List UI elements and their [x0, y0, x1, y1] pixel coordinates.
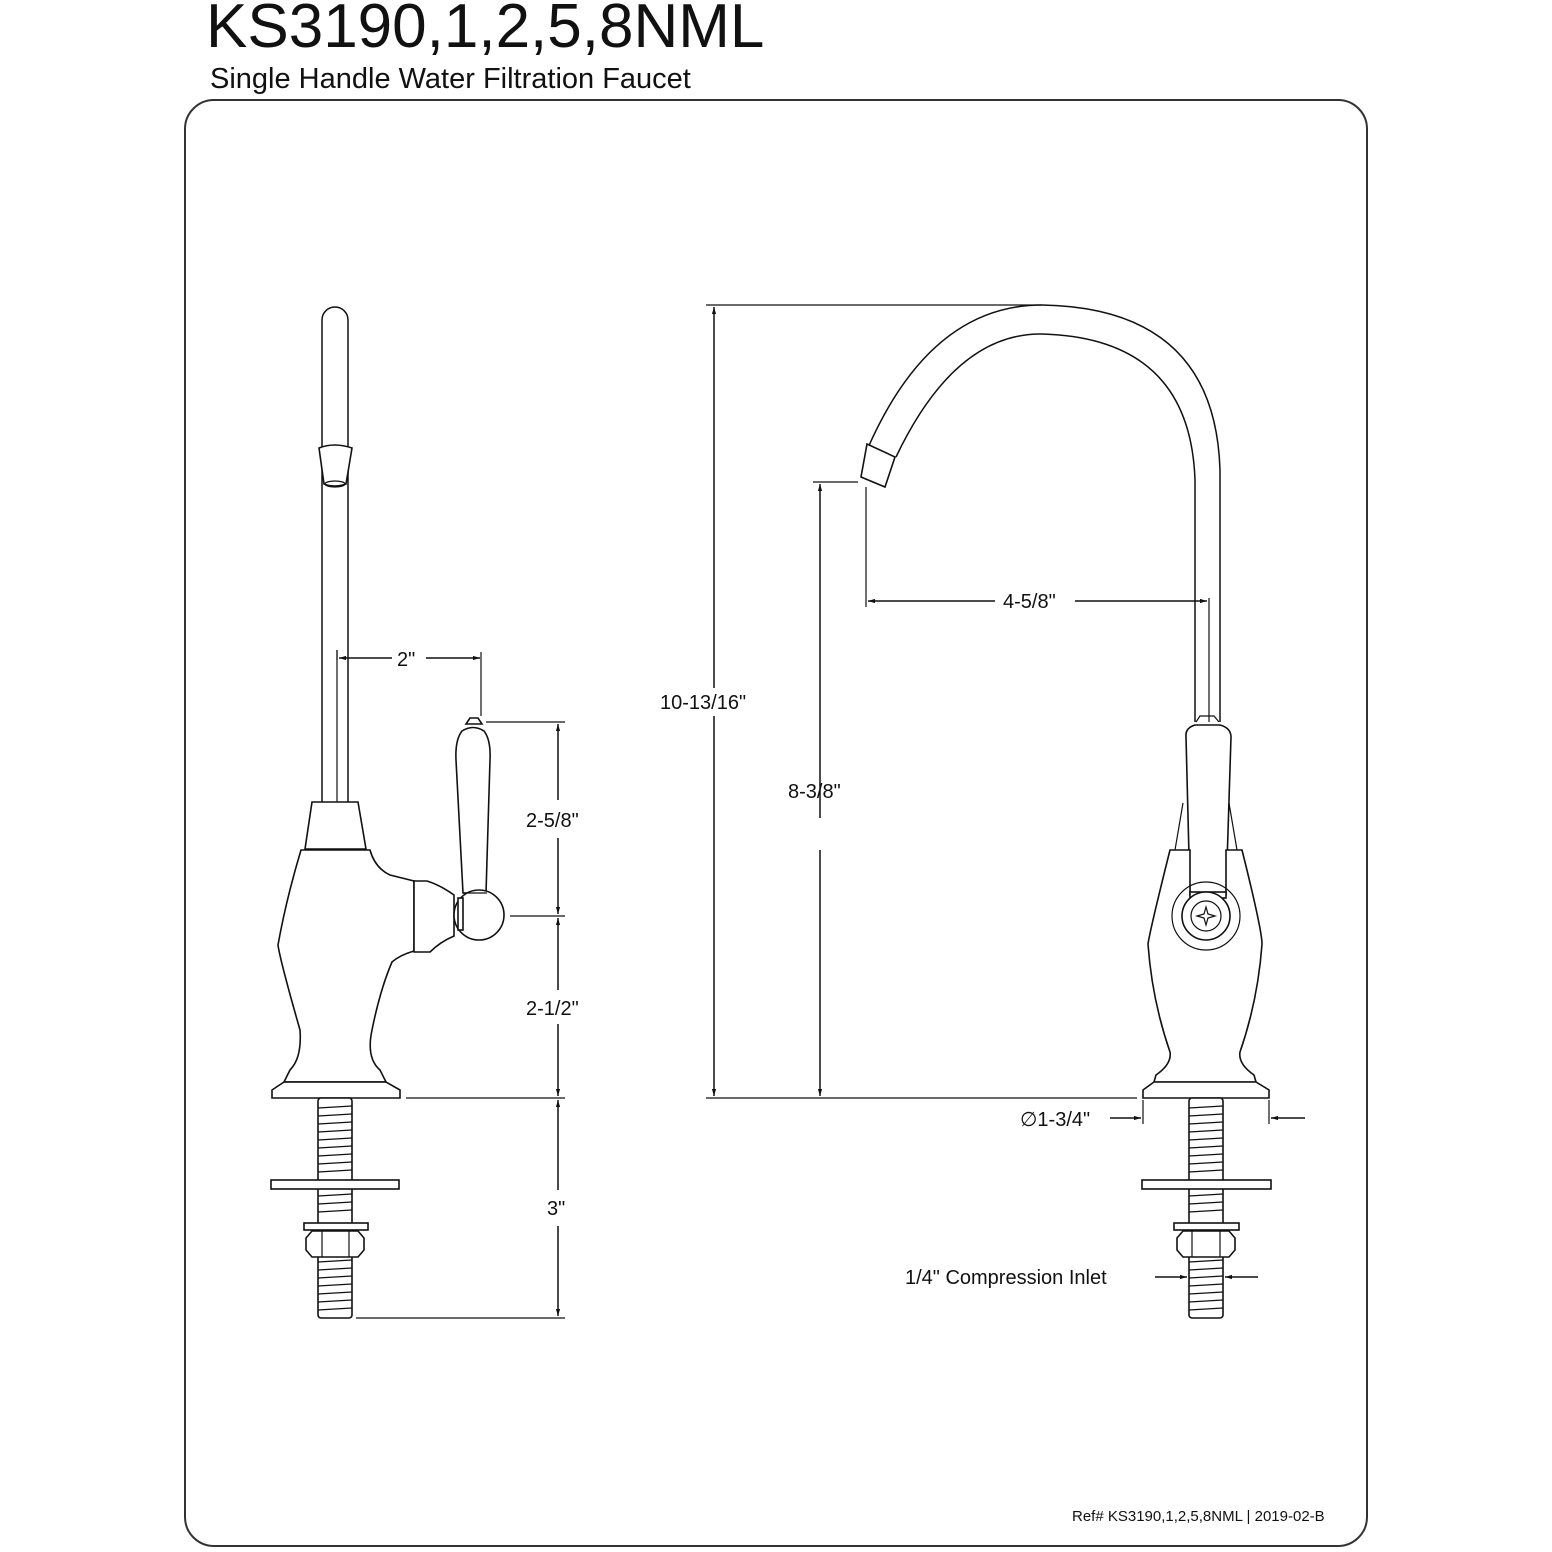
- dim-spout-reach: 4-5/8": [1003, 591, 1056, 613]
- dim-handle-height: 2-5/8": [526, 810, 579, 832]
- side-view-dimensions: [336, 650, 565, 1319]
- product-description: Single Handle Water Filtration Faucet: [210, 63, 691, 95]
- dim-handle-offset: 2": [397, 649, 415, 671]
- front-view-faucet: [860, 304, 1272, 1319]
- side-view-faucet: [270, 306, 505, 1319]
- model-title: KS3190,1,2,5,8NML: [206, 0, 765, 61]
- dim-spout-height: 8-3/8": [788, 781, 841, 803]
- dim-base-diameter: ∅1-3/4": [1020, 1109, 1090, 1131]
- front-view-dimensions: [706, 304, 1305, 1280]
- dim-body-height: 2-1/2": [526, 998, 579, 1020]
- drawing-frame: [184, 99, 1368, 1547]
- reference-number: Ref# KS3190,1,2,5,8NML | 2019-02-B: [1072, 1508, 1325, 1525]
- dim-shank-length: 3": [547, 1198, 565, 1220]
- dim-overall-height: 10-13/16": [660, 692, 746, 714]
- dim-inlet: 1/4" Compression Inlet: [905, 1267, 1107, 1289]
